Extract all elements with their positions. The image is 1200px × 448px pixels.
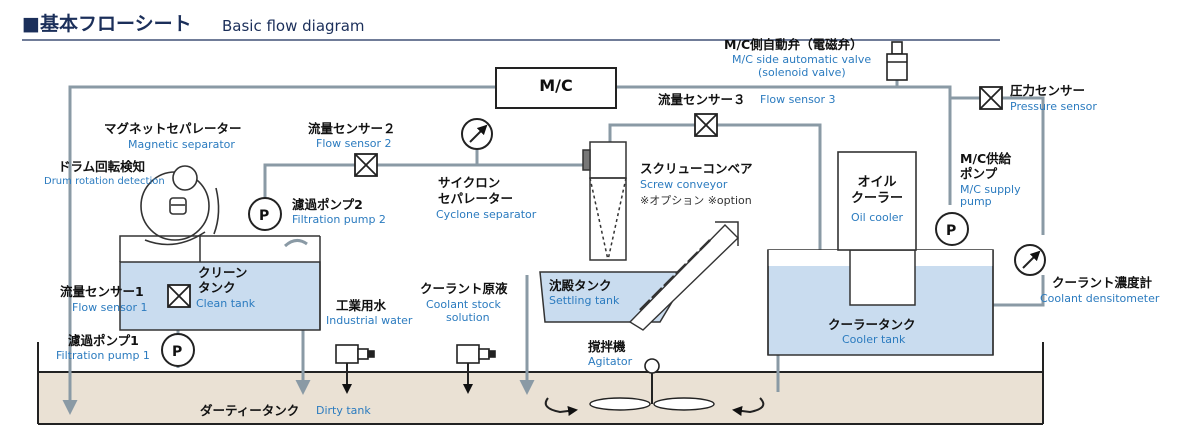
mc-valve-label-en1: M/C side automatic valve	[732, 53, 872, 66]
flow-sensor-3-label-jp: 流量センサー３	[658, 92, 746, 107]
supply-pump-letter: P	[946, 223, 956, 239]
flow-sensor-2-label-en: Flow sensor 2	[316, 137, 392, 150]
agitator-label-jp: 撹拌機	[588, 339, 626, 354]
clean-tank-label-jp2: タンク	[198, 280, 236, 295]
pressure-sensor-icon	[979, 86, 1003, 110]
drum-detection-label-jp: ドラム回転検知	[58, 159, 146, 174]
densitometer-label-en: Coolant densitometer	[1040, 292, 1160, 305]
cyclone-label-en: Cyclone separator	[436, 208, 537, 221]
flow-sensor-2-label-jp: 流量センサー２	[308, 121, 396, 136]
dirty-tank-label-en: Dirty tank	[316, 404, 371, 417]
filtration-pump-1-label-jp: 濾過ポンプ1	[68, 333, 139, 348]
mc-valve-label-en2: (solenoid valve)	[758, 66, 846, 79]
clean-tank-label-jp1: クリーン	[198, 265, 248, 280]
cooler-tank-label-jp: クーラータンク	[828, 317, 916, 332]
coolant-stock-label-en2: solution	[446, 311, 490, 324]
mc-supply-pump-label-jp1: M/C供給	[960, 151, 1012, 166]
cooler-tank-shape	[767, 249, 994, 356]
coolant-stock-valve-icon	[456, 344, 496, 394]
flow-sensor-1-label-en: Flow sensor 1	[72, 301, 148, 314]
filtration-pump-2-label-en: Filtration pump 2	[292, 213, 386, 226]
dirty-tank	[37, 342, 1044, 425]
agitator-icon	[544, 358, 765, 416]
cooler-tank-label-en: Cooler tank	[842, 333, 906, 346]
flow-sensor-1-icon	[167, 284, 191, 308]
magnetic-separator-label-en: Magnetic separator	[128, 138, 235, 151]
flow-sensor-3-icon	[694, 113, 718, 137]
pump-2-letter: P	[259, 208, 269, 224]
settling-tank-shape	[539, 221, 739, 331]
solenoid-valve-icon	[886, 41, 908, 81]
mc-supply-pump-label-jp2: ポンプ	[960, 166, 998, 181]
filtration-pump-1-label-en: Filtration pump 1	[56, 349, 150, 362]
oil-cooler-label-en: Oil cooler	[850, 211, 904, 224]
mc-valve-label-jp: M/C側自動弁（電磁弁）	[724, 37, 863, 52]
mc-box	[495, 67, 617, 109]
dirty-tank-label-jp: ダーティータンク	[200, 403, 300, 418]
settling-tank-label-jp: 沈殿タンク	[549, 278, 612, 293]
industrial-water-label-en: Industrial water	[326, 314, 413, 327]
page-title: ■基本フローシート	[22, 13, 192, 35]
industrial-water-valve-icon	[335, 344, 375, 394]
industrial-water-label-jp: 工業用水	[336, 298, 387, 313]
screw-conveyor-option: ※オプション ※option	[640, 194, 752, 207]
oil-cooler-label-jp2: クーラー	[850, 191, 903, 206]
flow-sensor-2-icon	[354, 153, 378, 177]
densitometer-gauge-icon	[1014, 244, 1046, 276]
pump-1-letter: P	[172, 344, 182, 360]
clean-tank-shape	[119, 235, 321, 331]
mc-supply-pump-label-en1: M/C supply	[960, 183, 1021, 196]
filtration-pump-1-symbol	[161, 333, 195, 367]
magnetic-separator-label-jp: マグネットセパレーター	[104, 121, 242, 136]
pressure-sensor-label-en: Pressure sensor	[1010, 100, 1097, 113]
mc-label: M/C	[539, 76, 573, 95]
flow-sensor-3-label-en: Flow sensor 3	[760, 93, 836, 106]
magnetic-separator-shape	[140, 165, 220, 246]
screw-conveyor-label-jp: スクリューコンベア	[640, 161, 753, 176]
cyclone-label-jp1: サイクロン	[438, 175, 501, 190]
page-subtitle: Basic flow diagram	[222, 17, 365, 35]
coolant-stock-label-en1: Coolant stock	[426, 298, 501, 311]
settling-tank-label-en: Settling tank	[549, 294, 620, 307]
screw-conveyor-shape	[582, 141, 627, 261]
cyclone-label-jp2: セパレーター	[438, 191, 514, 206]
oil-cooler-box	[837, 151, 917, 251]
densitometer-label-jp: クーラント濃度計	[1052, 275, 1153, 290]
filtration-pump-2-symbol	[248, 197, 282, 231]
coolant-stock-label-jp: クーラント原液	[420, 281, 508, 296]
mc-supply-pump-label-en2: pump	[960, 195, 992, 208]
filtration-pump-2-label-jp: 濾過ポンプ2	[292, 197, 363, 212]
oil-cooler-label-jp1: オイル	[857, 175, 897, 190]
pressure-sensor-label-jp: 圧力センサー	[1010, 83, 1086, 98]
mc-supply-pump-symbol	[935, 212, 969, 246]
flow-sensor-1-label-jp: 流量センサー1	[60, 284, 144, 299]
screw-conveyor-label-en: Screw conveyor	[640, 178, 728, 191]
drum-detection-label-en: Drum rotation detection	[44, 176, 165, 187]
cyclone-gauge-icon	[461, 118, 493, 150]
clean-tank-label-en: Clean tank	[196, 297, 256, 310]
agitator-label-en: Agitator	[588, 355, 633, 368]
